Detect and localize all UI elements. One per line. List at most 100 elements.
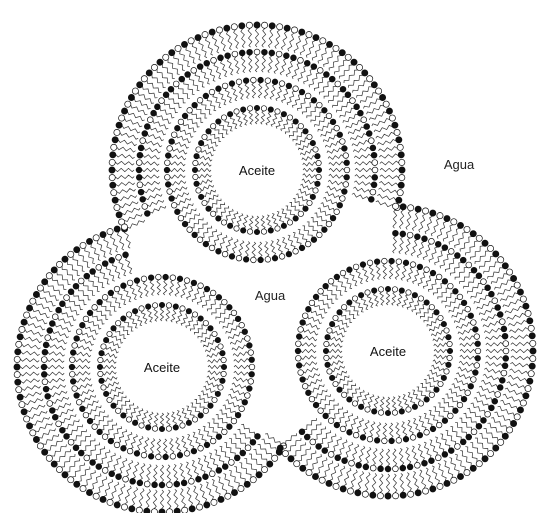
surfactant-molecule bbox=[148, 438, 154, 459]
hydrophilic-head bbox=[342, 189, 348, 195]
hydrophilic-head bbox=[80, 242, 86, 248]
surfactant-molecule bbox=[378, 144, 403, 151]
hydrophilic-head bbox=[171, 132, 177, 138]
hydrophilic-head bbox=[389, 258, 395, 264]
hydrophilic-head bbox=[276, 51, 282, 57]
hydrophilic-head bbox=[358, 404, 363, 409]
hydrophilic-head bbox=[204, 442, 210, 448]
hydrophilic-head bbox=[523, 393, 529, 399]
hydrophilic-head bbox=[72, 343, 78, 349]
hydrophilic-head bbox=[318, 289, 324, 295]
hydrophilic-head bbox=[216, 27, 222, 33]
hydrophilic-head bbox=[152, 426, 157, 431]
surfactant-molecule bbox=[329, 174, 350, 180]
surfactant-molecule bbox=[146, 70, 165, 88]
surfactant-molecule bbox=[62, 458, 80, 477]
hydrophilic-head bbox=[180, 306, 185, 311]
hydrophilic-head bbox=[210, 123, 215, 128]
hydrophilic-head bbox=[324, 355, 329, 360]
surfactant-molecule bbox=[354, 152, 377, 158]
hydrophilic-head bbox=[424, 397, 429, 402]
surfactant-molecule bbox=[192, 460, 201, 482]
hydrophilic-head bbox=[330, 215, 336, 221]
hydrophilic-head bbox=[148, 454, 154, 460]
hydrophilic-head bbox=[247, 386, 253, 392]
hydrophilic-head bbox=[342, 146, 348, 152]
hydrophilic-head bbox=[502, 363, 508, 369]
hydrophilic-head bbox=[317, 102, 323, 108]
surfactant-molecule bbox=[174, 489, 180, 513]
hydrophilic-head bbox=[501, 370, 507, 376]
hydrophilic-head bbox=[174, 508, 180, 513]
surfactant-molecule bbox=[166, 303, 172, 322]
hydrophilic-head bbox=[422, 460, 428, 466]
hydrophilic-head bbox=[192, 232, 198, 238]
hydrophilic-head bbox=[351, 59, 357, 65]
surfactant-molecule bbox=[203, 426, 216, 444]
hydrophilic-head bbox=[188, 478, 194, 484]
hydrophilic-head bbox=[231, 489, 237, 495]
hydrophilic-head bbox=[408, 491, 414, 497]
hydrophilic-head bbox=[316, 444, 322, 450]
surfactant-molecule bbox=[208, 357, 227, 363]
surfactant-molecule bbox=[378, 397, 384, 416]
surfactant-molecule bbox=[318, 208, 336, 221]
surfactant-molecule bbox=[254, 22, 260, 47]
surfactant-molecule bbox=[455, 454, 470, 476]
surfactant-molecule bbox=[458, 367, 478, 375]
surfactant-molecule bbox=[225, 53, 233, 75]
surfactant-molecule bbox=[169, 275, 175, 296]
hydrophilic-head bbox=[235, 412, 241, 418]
surfactant-molecule bbox=[334, 410, 347, 428]
surfactant-molecule bbox=[156, 439, 162, 460]
hydrophilic-head bbox=[424, 430, 430, 436]
hydrophilic-head bbox=[239, 406, 245, 412]
surfactant-molecule bbox=[136, 175, 159, 181]
hydrophilic-head bbox=[242, 399, 248, 405]
hydrophilic-head bbox=[286, 83, 292, 89]
hydrophilic-head bbox=[286, 251, 292, 257]
surfactant-molecule bbox=[460, 451, 476, 472]
hydrophilic-head bbox=[203, 93, 209, 99]
hydrophilic-head bbox=[268, 228, 273, 233]
hydrophilic-head bbox=[414, 234, 420, 240]
hydrophilic-head bbox=[279, 254, 285, 260]
hydrophilic-head bbox=[169, 196, 175, 202]
hydrophilic-head bbox=[49, 408, 55, 414]
hydrophilic-head bbox=[371, 152, 377, 158]
hydrophilic-head bbox=[448, 248, 454, 254]
hydrophilic-head bbox=[468, 313, 474, 319]
surfactant-molecule bbox=[56, 261, 75, 280]
hydrophilic-head bbox=[100, 231, 106, 237]
hydrophilic-head bbox=[235, 316, 241, 322]
hydrophilic-head bbox=[334, 422, 340, 428]
hydrophilic-head bbox=[167, 189, 173, 195]
surfactant-molecule bbox=[323, 348, 342, 353]
hydrophilic-head bbox=[159, 426, 164, 431]
hydrophilic-head bbox=[520, 296, 526, 302]
hydrophilic-head bbox=[326, 480, 332, 486]
surfactant-molecule bbox=[328, 86, 345, 103]
hydrophilic-head bbox=[157, 59, 163, 65]
hydrophilic-head bbox=[33, 436, 39, 442]
hydrophilic-head bbox=[109, 471, 115, 477]
surfactant-molecule bbox=[207, 376, 225, 384]
hydrophilic-head bbox=[360, 262, 366, 268]
surfactant-molecule bbox=[295, 355, 316, 361]
hydrophilic-head bbox=[121, 413, 126, 418]
hydrophilic-head bbox=[101, 344, 106, 349]
hydrophilic-head bbox=[194, 154, 199, 159]
hydrophilic-head bbox=[141, 276, 147, 282]
surfactant-molecule bbox=[90, 269, 105, 288]
hydrophilic-head bbox=[56, 466, 62, 472]
hydrophilic-head bbox=[192, 102, 198, 108]
hydrophilic-head bbox=[337, 310, 342, 315]
surfactant-molecule bbox=[191, 403, 204, 418]
hydrophilic-head bbox=[110, 182, 116, 188]
hydrophilic-head bbox=[473, 370, 479, 376]
hydrophilic-head bbox=[493, 445, 499, 451]
surfactant-molecule bbox=[329, 167, 350, 173]
surfactant-molecule bbox=[400, 473, 406, 498]
hydrophilic-head bbox=[249, 357, 255, 363]
hydrophilic-head bbox=[68, 439, 74, 445]
